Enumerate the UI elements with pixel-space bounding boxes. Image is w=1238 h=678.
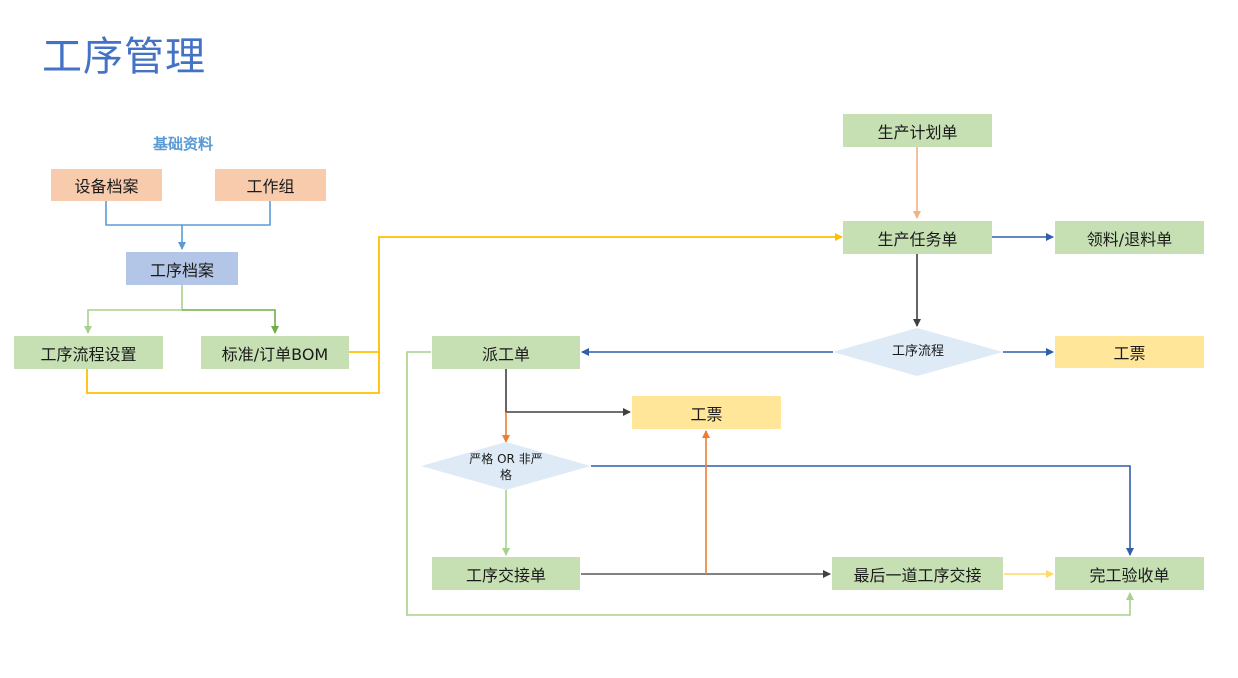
node-work-ticket-mid: 工票 — [632, 396, 781, 429]
connector-flowsetting-to-task — [86, 352, 380, 394]
node-completion-acceptance: 完工验收单 — [1055, 557, 1204, 590]
connector-dispatch-loop-to-acceptance — [406, 351, 1134, 616]
section-label-base-info: 基础资料 — [152, 135, 213, 153]
connector-dispatch-to-ticket — [505, 369, 631, 416]
node-dispatch-order: 派工单 — [432, 336, 580, 369]
node-work-group: 工作组 — [215, 169, 326, 201]
connector-decision-to-acceptance — [591, 465, 1134, 556]
diamond-process-flow-label: 工序流程 — [891, 344, 944, 359]
node-std-order-bom: 标准/订单BOM — [201, 336, 349, 369]
node-equipment-file: 设备档案 — [51, 169, 162, 201]
connector-workgroup-to-process — [178, 201, 271, 250]
node-production-plan: 生产计划单 — [843, 114, 992, 147]
node-work-ticket-right: 工票 — [1055, 336, 1204, 368]
node-production-task: 生产任务单 — [843, 221, 992, 254]
diamond-process-flow — [833, 328, 1003, 376]
node-process-flow-setting: 工序流程设置 — [14, 336, 163, 369]
node-process-file: 工序档案 — [126, 252, 238, 285]
page-title: 工序管理 — [42, 34, 206, 80]
node-material-requisition: 领料/退料单 — [1055, 221, 1204, 254]
diamond-strict-decision — [421, 442, 591, 490]
node-process-handover: 工序交接单 — [432, 557, 580, 590]
diamond-strict-decision-label: 严格 OR 非严格 — [469, 452, 543, 482]
connector-equipment-to-process — [105, 201, 182, 226]
connector-process-to-bom — [182, 309, 279, 334]
connector-bom-to-task — [349, 233, 843, 353]
node-last-process-handover: 最后一道工序交接 — [832, 557, 1003, 590]
connector-process-to-flowsetting — [84, 285, 183, 334]
